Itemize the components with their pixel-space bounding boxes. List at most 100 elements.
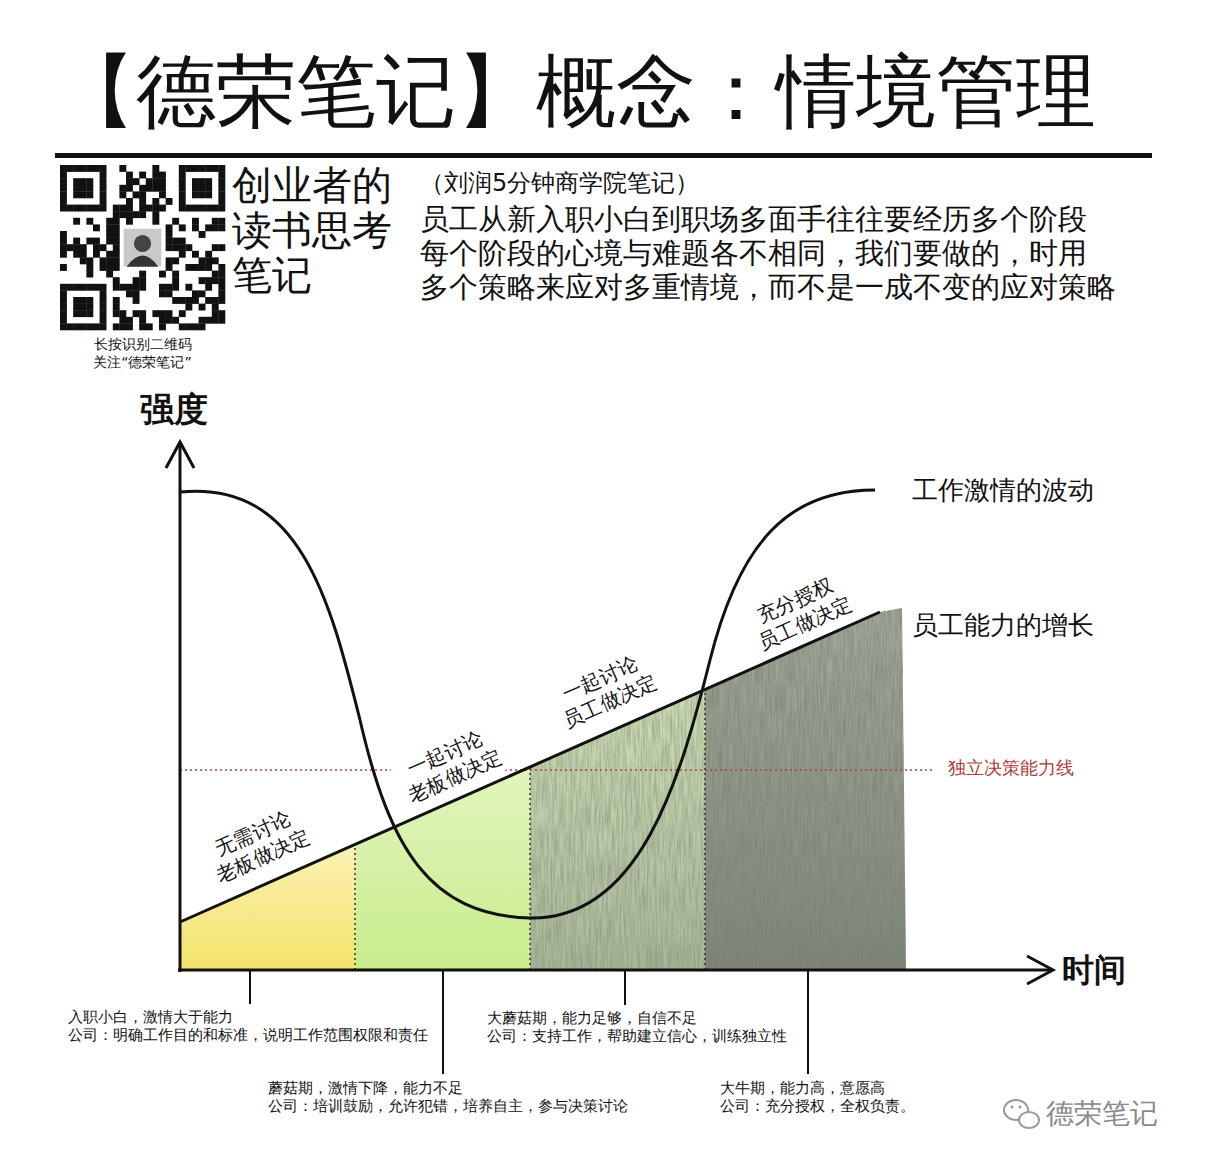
qr-module xyxy=(218,297,225,304)
qr-module xyxy=(106,218,113,225)
qr-module xyxy=(212,271,219,278)
qr-module xyxy=(73,251,80,258)
qr-module xyxy=(179,178,186,185)
qr-module xyxy=(218,165,225,172)
qr-module xyxy=(192,297,199,304)
axis-arrowhead xyxy=(166,442,194,468)
qr-module xyxy=(133,297,140,304)
qr-avatar xyxy=(123,228,163,268)
qr-module xyxy=(192,205,199,212)
qr-module xyxy=(100,310,107,317)
qr-module xyxy=(67,284,74,291)
qr-module xyxy=(218,218,225,225)
qr-module xyxy=(152,211,159,218)
qr-module xyxy=(199,304,206,311)
qr-module xyxy=(212,257,219,264)
qr-module xyxy=(100,191,107,198)
qr-module xyxy=(218,191,225,198)
qr-module xyxy=(93,205,100,212)
qr-module xyxy=(192,224,199,231)
qr-module xyxy=(86,297,93,304)
stage-note: 公司：充分授权，全权负责。 xyxy=(720,1097,915,1115)
qr-module xyxy=(179,297,186,304)
qr-module xyxy=(205,178,212,185)
qr-module xyxy=(73,165,80,172)
qr-module xyxy=(179,185,186,192)
qr-module xyxy=(133,290,140,297)
qr-module xyxy=(159,205,166,212)
qr-module xyxy=(80,297,87,304)
qr-module xyxy=(166,198,173,205)
qr-module xyxy=(106,231,113,238)
qr-caption: 长按识别二维码 xyxy=(60,336,225,354)
qr-module xyxy=(60,290,67,297)
qr-module xyxy=(218,244,225,251)
qr-module xyxy=(60,238,67,245)
qr-module xyxy=(93,238,100,245)
qr-module xyxy=(139,185,146,192)
qr-module xyxy=(113,310,120,317)
stage-policy: 一起讨论 员工做决定 xyxy=(543,643,667,738)
qr-module xyxy=(93,244,100,251)
qr-module xyxy=(218,185,225,192)
qr-module xyxy=(60,323,67,330)
qr-module xyxy=(205,297,212,304)
qr-module xyxy=(179,224,186,231)
qr-avatar xyxy=(134,235,151,252)
qr-module xyxy=(106,264,113,271)
qr-module xyxy=(218,172,225,179)
stage-policy: 充分授权 员工做决定 xyxy=(738,565,862,660)
qr-module xyxy=(113,211,120,218)
qr-module xyxy=(139,277,146,284)
qr-module xyxy=(60,172,67,179)
qr-module xyxy=(159,284,166,291)
qr-module xyxy=(192,290,199,297)
qr-module xyxy=(86,185,93,192)
qr-module xyxy=(139,172,146,179)
qr-module xyxy=(205,185,212,192)
qr-module xyxy=(199,191,206,198)
qr-module xyxy=(60,317,67,324)
qr-module xyxy=(86,238,93,245)
qr-module xyxy=(212,277,219,284)
stage-region xyxy=(705,608,906,970)
qr-module xyxy=(212,304,219,311)
qr-module xyxy=(100,185,107,192)
qr-module xyxy=(166,264,173,271)
qr-module xyxy=(113,284,120,291)
qr-module xyxy=(126,198,133,205)
qr-module xyxy=(86,178,93,185)
qr-module xyxy=(179,238,186,245)
qr-module xyxy=(119,310,126,317)
qr-module xyxy=(93,323,100,330)
qr-module xyxy=(199,277,206,284)
qr-module xyxy=(218,224,225,231)
qr-module xyxy=(126,185,133,192)
ability-line xyxy=(180,612,880,922)
qr-module xyxy=(133,277,140,284)
qr-module xyxy=(80,257,87,264)
stage-region xyxy=(530,690,705,971)
stage-policy: 一起讨论 老板做决定 xyxy=(388,718,512,813)
qr-module xyxy=(86,218,93,225)
qr-module xyxy=(212,297,219,304)
qr-module xyxy=(126,284,133,291)
qr-module xyxy=(93,165,100,172)
stage-note: 公司：培训鼓励，允许犯错，培养自主，参与决策讨论 xyxy=(268,1097,628,1115)
qr-module xyxy=(139,284,146,291)
qr-module xyxy=(192,185,199,192)
qr-module xyxy=(172,297,179,304)
qr-module xyxy=(146,205,153,212)
qr-module xyxy=(185,165,192,172)
qr-module xyxy=(86,323,93,330)
qr-module xyxy=(73,238,80,245)
qr-module xyxy=(199,178,206,185)
qr-module xyxy=(218,317,225,324)
stage-divider xyxy=(529,767,531,970)
qr-module xyxy=(185,323,192,330)
qr-module xyxy=(218,271,225,278)
qr-module xyxy=(80,205,87,212)
qr-module xyxy=(86,310,93,317)
qr-module xyxy=(73,191,80,198)
